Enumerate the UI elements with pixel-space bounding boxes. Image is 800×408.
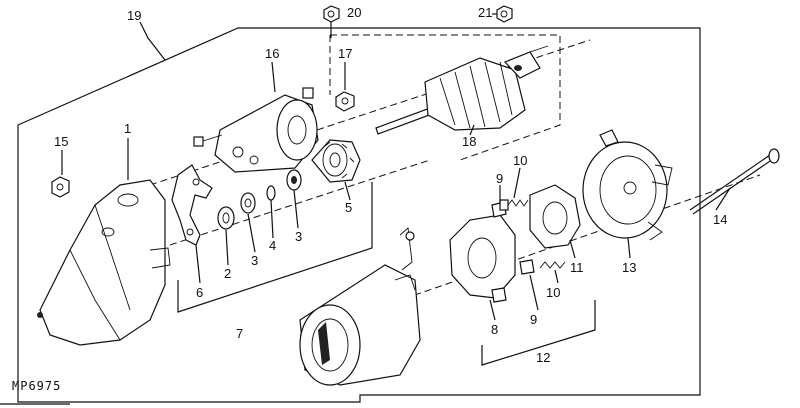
group-bracket-12 [481, 300, 596, 366]
callout-7: 7 [236, 326, 243, 341]
spring-part-10a [507, 199, 529, 207]
axis-line-mid [169, 159, 431, 246]
callout-21: 21 [478, 5, 492, 20]
callout-19: 19 [127, 8, 141, 23]
nut-part-20 [323, 5, 340, 23]
solenoid-part [193, 87, 319, 173]
callout-3a: 3 [251, 253, 258, 268]
leader-lines [61, 13, 731, 321]
pinion-gear-part [311, 139, 361, 183]
callout-4: 4 [269, 238, 276, 253]
callout-5: 5 [345, 200, 352, 215]
brush-part-9b [519, 259, 535, 275]
callout-9b: 9 [530, 312, 537, 327]
brush-holder-part [449, 201, 516, 303]
callout-9a: 9 [496, 171, 503, 186]
washer-part-2 [217, 206, 235, 230]
callout-12: 12 [536, 350, 550, 365]
callout-14: 14 [713, 212, 727, 227]
armature-part [375, 45, 549, 135]
figure-code: MP6975 [12, 379, 61, 393]
nut-part-15 [51, 176, 70, 198]
callout-8: 8 [491, 322, 498, 337]
callout-20: 20 [347, 5, 361, 20]
nut-part-21 [496, 5, 513, 23]
shift-lever-part [171, 164, 213, 246]
washer-part-3b [286, 169, 302, 191]
callout-13: 13 [622, 260, 636, 275]
callout-2: 2 [224, 266, 231, 281]
callout-6: 6 [196, 285, 203, 300]
nut-part-17 [335, 91, 355, 112]
callout-11: 11 [570, 260, 584, 275]
callout-3b: 3 [295, 229, 302, 244]
callout-10a: 10 [513, 153, 527, 168]
drive-housing-part [37, 179, 171, 346]
callout-17: 17 [338, 46, 352, 61]
field-frame-part [299, 227, 421, 386]
washer-part-4 [266, 185, 276, 201]
washer-part-3a [240, 192, 256, 214]
callout-18: 18 [462, 134, 476, 149]
group-bracket-armature [329, 34, 561, 161]
spring-part-10b [539, 261, 566, 269]
group-bracket-7 [177, 182, 373, 313]
callout-1: 1 [124, 121, 131, 136]
callout-15: 15 [54, 134, 68, 149]
callout-10b: 10 [546, 285, 560, 300]
callout-16: 16 [265, 46, 279, 61]
brush-cover-part [529, 184, 581, 249]
kit-boundary-19 [17, 27, 701, 403]
through-bolt-part [689, 148, 780, 215]
brush-part-9a [499, 199, 509, 211]
end-frame-part [582, 129, 673, 241]
